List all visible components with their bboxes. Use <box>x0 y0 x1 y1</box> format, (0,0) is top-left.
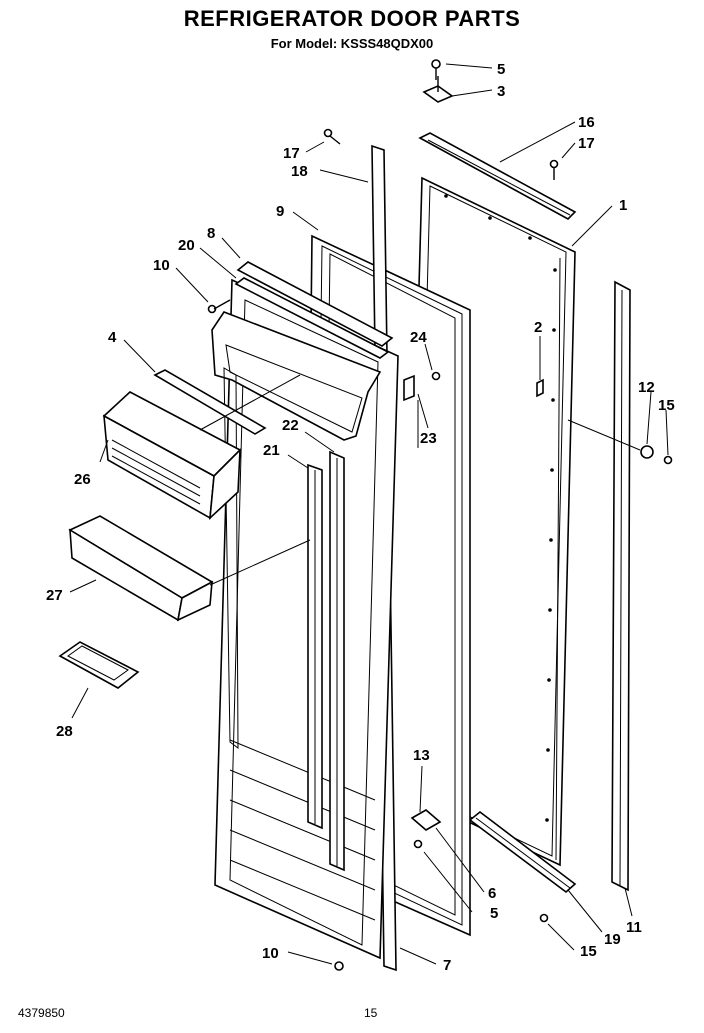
callout-9: 9 <box>276 203 284 220</box>
callout-2: 2 <box>534 319 542 336</box>
hardware <box>207 59 673 971</box>
callout-23: 23 <box>420 430 437 447</box>
callout-12: 12 <box>638 379 655 396</box>
small-bin <box>58 641 140 689</box>
callout-4: 4 <box>108 329 117 346</box>
top-hinge-bar <box>418 132 577 220</box>
callout-21: 21 <box>263 442 280 459</box>
callout-10-bottom: 10 <box>262 945 279 962</box>
callout-26: 26 <box>74 471 91 488</box>
callout-20: 20 <box>178 237 195 254</box>
leader-lines <box>69 63 669 965</box>
callout-1: 1 <box>619 197 627 214</box>
top-trim <box>234 261 394 359</box>
callout-8: 8 <box>207 225 215 242</box>
callout-labels: 5 3 16 17 17 18 1 9 8 20 10 24 2 4 12 15… <box>46 61 675 974</box>
callout-17-left: 17 <box>283 145 300 162</box>
callout-10-top: 10 <box>153 257 170 274</box>
shelf-retainers <box>307 450 345 872</box>
page-number: 15 <box>364 1006 378 1020</box>
callout-11: 11 <box>626 919 642 936</box>
callout-13: 13 <box>413 747 430 764</box>
callout-28: 28 <box>56 723 73 740</box>
callout-6: 6 <box>488 885 496 902</box>
callout-16: 16 <box>578 114 595 131</box>
callout-18: 18 <box>291 163 308 180</box>
page-title: REFRIGERATOR DOOR PARTS <box>183 6 521 31</box>
callout-5-bottom: 5 <box>490 905 498 922</box>
shelf-bar <box>153 369 267 435</box>
dairy-bin <box>102 391 242 521</box>
model-subtitle: For Model: KSSS48QDX00 <box>270 36 434 51</box>
callout-19: 19 <box>604 931 621 948</box>
callout-17-right: 17 <box>578 135 595 152</box>
callout-7: 7 <box>443 957 451 974</box>
document-number: 4379850 <box>18 1006 65 1020</box>
bottom-hinge-bar <box>468 810 577 894</box>
callout-15-right: 15 <box>658 397 675 414</box>
callout-5-top: 5 <box>497 61 505 78</box>
callout-15-bottom: 15 <box>580 943 597 960</box>
callout-27: 27 <box>46 587 63 604</box>
side-trim-strip <box>611 280 631 892</box>
door-shelf <box>68 515 214 622</box>
callout-24: 24 <box>410 329 427 346</box>
liner-inner-frame <box>211 311 382 750</box>
callout-22: 22 <box>282 417 299 434</box>
callout-3: 3 <box>497 83 505 100</box>
